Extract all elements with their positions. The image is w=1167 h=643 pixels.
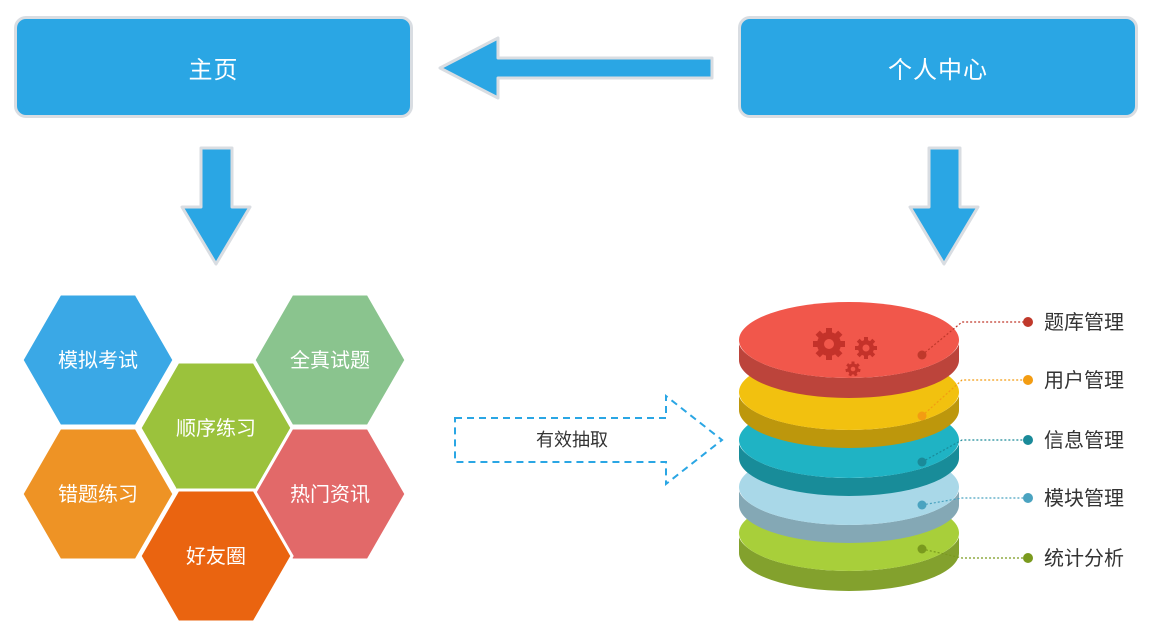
hexagon-label: 好友圈 xyxy=(186,544,246,568)
layer-label-item[interactable]: 题库管理 xyxy=(917,310,1125,360)
layer-label: 用户管理 xyxy=(1044,368,1124,392)
home-node[interactable]: 主页 xyxy=(14,16,413,118)
personal-center-label: 个人中心 xyxy=(888,55,988,84)
label-dot xyxy=(1023,317,1033,327)
dashed-arrow-icon xyxy=(454,393,724,487)
leader-line xyxy=(921,548,1024,559)
leader-line xyxy=(921,379,1024,417)
layer-label: 模块管理 xyxy=(1044,486,1124,510)
arrow-down-icon xyxy=(908,146,980,266)
label-dot xyxy=(1023,375,1033,385)
leader-line xyxy=(921,497,1024,506)
label-dot xyxy=(1023,553,1033,563)
layer-label-item[interactable]: 模块管理 xyxy=(917,486,1125,510)
database-layer[interactable] xyxy=(738,300,960,398)
leader-line xyxy=(921,439,1024,463)
hexagon-label: 顺序练习 xyxy=(176,416,256,440)
hexagon-tile[interactable]: 顺序练习 xyxy=(138,360,294,496)
database-stack xyxy=(738,300,960,591)
layer-label-item[interactable]: 信息管理 xyxy=(917,428,1125,467)
hexagon-label: 模拟考试 xyxy=(58,348,138,372)
layer-label: 统计分析 xyxy=(1044,546,1124,570)
extract-label: 有效抽取 xyxy=(536,430,608,451)
hexagon-tile[interactable]: 热门资讯 xyxy=(252,426,408,562)
label-dot xyxy=(1023,435,1033,445)
hexagon-shape xyxy=(138,488,294,624)
hexagon-tile[interactable]: 错题练习 xyxy=(20,426,176,562)
hexagon-shape xyxy=(20,292,176,428)
hexagon-tile[interactable]: 好友圈 xyxy=(138,488,294,624)
home-label: 主页 xyxy=(188,55,239,84)
hexagon-label: 错题练习 xyxy=(58,482,138,506)
arrow-down-icon xyxy=(180,146,252,266)
leader-line xyxy=(921,321,1024,356)
layer-label: 信息管理 xyxy=(1044,428,1124,452)
hexagon-tile[interactable]: 模拟考试 xyxy=(20,292,176,428)
hexagon-label: 热门资讯 xyxy=(290,482,370,506)
hexagon-shape xyxy=(252,426,408,562)
personal-center-node[interactable]: 个人中心 xyxy=(738,16,1138,118)
label-dot xyxy=(1023,493,1033,503)
layer-top xyxy=(739,302,959,378)
layer-label-item[interactable]: 用户管理 xyxy=(917,368,1125,421)
hexagon-label: 全真试题 xyxy=(290,348,370,372)
arrow-left-icon xyxy=(438,36,714,100)
layer-label: 题库管理 xyxy=(1044,310,1124,334)
layer-label-item[interactable]: 统计分析 xyxy=(917,544,1125,571)
